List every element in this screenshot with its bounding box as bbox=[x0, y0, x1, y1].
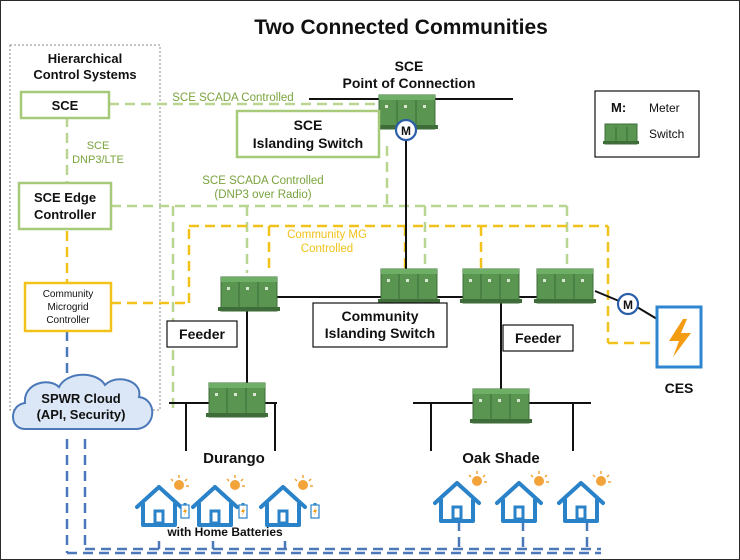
lightning-icon bbox=[669, 319, 691, 357]
home-batteries-label: with Home Batteries bbox=[166, 525, 283, 539]
community-islanding-switch[interactable] bbox=[377, 268, 441, 304]
durango-house-icon bbox=[259, 473, 315, 527]
scada-controlled-label: SCE SCADA Controlled bbox=[172, 92, 293, 104]
battery-icon bbox=[238, 502, 248, 519]
poc-meter-symbol: M bbox=[401, 124, 411, 138]
sce-box-label: SCE bbox=[52, 98, 79, 113]
cmc-label-1: Community bbox=[43, 289, 94, 300]
ces-label: CES bbox=[665, 380, 694, 396]
hierarchy-title-1: Hierarchical bbox=[48, 51, 122, 66]
durango-label: Durango bbox=[203, 450, 265, 467]
poc-meter-icon bbox=[394, 118, 418, 142]
community-mg-label-1: Community MG bbox=[287, 229, 367, 241]
legend-meter-label: Meter bbox=[649, 101, 680, 115]
hierarchy-title-2: Control Systems bbox=[33, 67, 136, 82]
spwr-cloud[interactable] bbox=[12, 373, 154, 430]
dnp3-lte-label-2: DNP3/LTE bbox=[72, 154, 124, 166]
legend-meter-key: M: bbox=[611, 100, 626, 115]
cloud-label-2: (API, Security) bbox=[37, 407, 126, 422]
oak-shade-house-icon bbox=[557, 469, 613, 523]
feeder-right-box bbox=[502, 324, 574, 352]
community-switch-label-2: Islanding Switch bbox=[325, 325, 435, 341]
islanding-label-2: Islanding Switch bbox=[253, 135, 363, 151]
scada-radio-label-2: (DNP3 over Radio) bbox=[214, 189, 311, 201]
sce-edge-controller-box[interactable] bbox=[17, 181, 113, 231]
ces-meter-icon bbox=[616, 292, 640, 316]
legend-switch-icon bbox=[603, 123, 639, 145]
feeder-left-box bbox=[166, 320, 238, 348]
diagram-title: Two Connected Communities bbox=[254, 16, 548, 39]
oak-shade-house-icon bbox=[433, 469, 489, 523]
durango-switch[interactable] bbox=[205, 382, 269, 418]
left-feeder-switch[interactable] bbox=[217, 276, 281, 312]
oak-switch-1[interactable] bbox=[459, 268, 523, 304]
ces-meter-symbol: M bbox=[623, 298, 633, 312]
oak-shade-label: Oak Shade bbox=[462, 450, 540, 467]
sce-scada-lines bbox=[65, 102, 569, 411]
islanding-label-1: SCE bbox=[294, 117, 323, 133]
community-mg-label-2: Controlled bbox=[301, 243, 353, 255]
scada-radio-label-1: SCE SCADA Controlled bbox=[202, 175, 323, 187]
sce-islanding-switch-box[interactable] bbox=[235, 109, 381, 159]
poc-label-1: SCE bbox=[395, 58, 424, 74]
edge-label-2: Controller bbox=[34, 207, 96, 222]
feeder-right-label: Feeder bbox=[515, 330, 561, 346]
oak-switch-2[interactable] bbox=[533, 268, 597, 304]
community-microgrid-controller-box[interactable] bbox=[23, 281, 113, 333]
cloud-label-1: SPWR Cloud bbox=[41, 391, 120, 406]
cloud-links bbox=[65, 331, 601, 555]
oak-shade-house-icon bbox=[495, 469, 551, 523]
sce-box[interactable] bbox=[19, 90, 111, 120]
battery-icon bbox=[180, 502, 190, 519]
community-switch-label-1: Community bbox=[342, 308, 419, 324]
dnp3-lte-label-1: SCE bbox=[87, 140, 110, 152]
cmc-label-2: Microgrid bbox=[47, 302, 88, 313]
cmc-label-3: Controller bbox=[46, 315, 90, 326]
edge-label-1: SCE Edge bbox=[34, 190, 96, 205]
durango-house-icon bbox=[191, 473, 247, 527]
community-islanding-switch-box[interactable] bbox=[312, 302, 448, 348]
poc-label-2: Point of Connection bbox=[343, 75, 476, 91]
battery-icon bbox=[310, 502, 320, 519]
feeder-left-label: Feeder bbox=[179, 326, 225, 342]
legend-switch-label: Switch bbox=[649, 127, 684, 141]
oak-shade-switch[interactable] bbox=[469, 388, 533, 424]
